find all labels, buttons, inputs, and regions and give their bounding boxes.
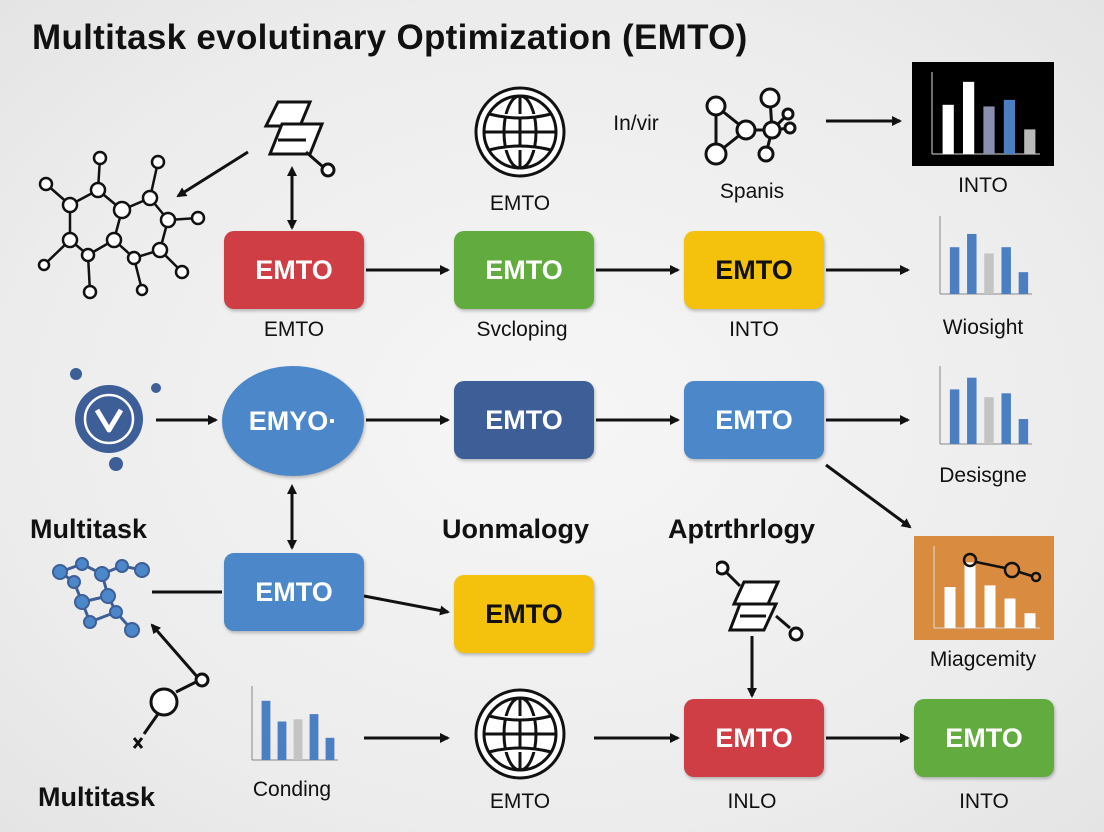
bar-5 bbox=[1024, 129, 1036, 154]
bar-5 bbox=[1024, 613, 1036, 628]
emto-yellow-top-box[interactable]: EMTO bbox=[684, 231, 824, 309]
arrow-diag-to-molecule bbox=[176, 150, 249, 198]
bar-4 bbox=[1004, 598, 1016, 628]
arrow-diag-to-orange bbox=[825, 463, 912, 529]
emto-green-top-box[interactable]: EMTO bbox=[454, 231, 594, 309]
bar-3 bbox=[984, 585, 996, 628]
bar-3 bbox=[984, 397, 994, 444]
emto-navy-mid-box[interactable]: EMTO bbox=[454, 381, 594, 459]
bar-4 bbox=[1001, 247, 1011, 294]
spanis-caption: Spanis bbox=[719, 180, 785, 203]
parallelogram-node-icon-right bbox=[716, 560, 804, 642]
bar-4 bbox=[309, 714, 319, 760]
bar-5 bbox=[325, 737, 335, 760]
globe-icon-bottom bbox=[474, 688, 566, 780]
arrow-blue-to-yellow bbox=[363, 594, 450, 616]
bar-3 bbox=[293, 719, 303, 760]
arrow-diag-up bbox=[150, 623, 202, 681]
aptrthrlogy-heading: Aptrthrlogy bbox=[668, 514, 815, 544]
red-top-caption: EMTO bbox=[263, 318, 325, 341]
bar-2 bbox=[277, 721, 287, 760]
emto-yellow-low-box[interactable]: EMTO bbox=[454, 575, 594, 653]
emto-green-bottom-box[interactable]: EMTO bbox=[914, 699, 1054, 777]
black-chart-caption: INTO bbox=[958, 174, 1008, 197]
bar-2 bbox=[967, 233, 977, 294]
conding-bar-chart bbox=[251, 686, 338, 761]
bar-1 bbox=[949, 247, 960, 294]
node-link-icon bbox=[132, 672, 210, 749]
invir-label: In/vir bbox=[613, 112, 659, 135]
uonmalogy-heading: Uonmalogy bbox=[442, 514, 590, 544]
globe-caption: EMTO bbox=[489, 192, 551, 215]
bar-3 bbox=[983, 106, 995, 154]
orange-chart-caption: Miagcemity bbox=[929, 648, 1037, 671]
emyo-ellipse-node[interactable]: EMYO· bbox=[222, 366, 364, 476]
green-bottom-caption: INTO bbox=[959, 790, 1009, 813]
red-bottom-caption: INLO bbox=[727, 790, 777, 813]
link-overlay-icon bbox=[962, 552, 1042, 583]
emto-red-top-box[interactable]: EMTO bbox=[224, 231, 364, 309]
green-top-caption: Svcloping bbox=[476, 318, 568, 341]
bar-2 bbox=[964, 562, 976, 628]
bar-1 bbox=[261, 700, 271, 760]
v-badge-icon bbox=[70, 368, 161, 471]
bar-1 bbox=[942, 104, 954, 154]
wiosight-bar-chart bbox=[939, 216, 1032, 295]
bar-2 bbox=[967, 377, 977, 444]
parallelogram-node-icon bbox=[263, 100, 336, 178]
emto-blue-low-box[interactable]: EMTO bbox=[224, 553, 364, 631]
bar-2 bbox=[962, 81, 975, 154]
emto-blue-mid-box[interactable]: EMTO bbox=[684, 381, 824, 459]
bar-5 bbox=[1018, 419, 1029, 444]
wiosight-caption: Wiosight bbox=[942, 316, 1024, 339]
multitask-bottom-heading: Multitask bbox=[38, 782, 156, 812]
black-bar-chart bbox=[912, 62, 1054, 166]
globe-bottom-caption: EMTO bbox=[489, 790, 551, 813]
yellow-top-caption: INTO bbox=[729, 318, 779, 341]
bar-1 bbox=[949, 389, 960, 444]
bar-4 bbox=[1003, 99, 1016, 154]
bar-3 bbox=[984, 253, 994, 294]
conding-caption: Conding bbox=[252, 778, 332, 801]
molecule-network-icon bbox=[37, 150, 206, 300]
bar-5 bbox=[1018, 272, 1029, 294]
emto-red-bottom-box[interactable]: EMTO bbox=[684, 699, 824, 777]
bar-4 bbox=[1001, 393, 1011, 444]
page-title: Multitask evolutinary Optimization (EMTO… bbox=[32, 18, 748, 57]
globe-icon bbox=[474, 86, 566, 178]
desisgne-caption: Desisgne bbox=[939, 464, 1027, 487]
node-network-icon bbox=[704, 87, 797, 166]
desisgne-bar-chart bbox=[939, 366, 1032, 445]
multitask-heading: Multitask bbox=[30, 514, 148, 544]
bar-1 bbox=[944, 587, 956, 628]
blue-molecule-icon bbox=[52, 557, 150, 638]
orange-bar-chart bbox=[914, 536, 1054, 640]
